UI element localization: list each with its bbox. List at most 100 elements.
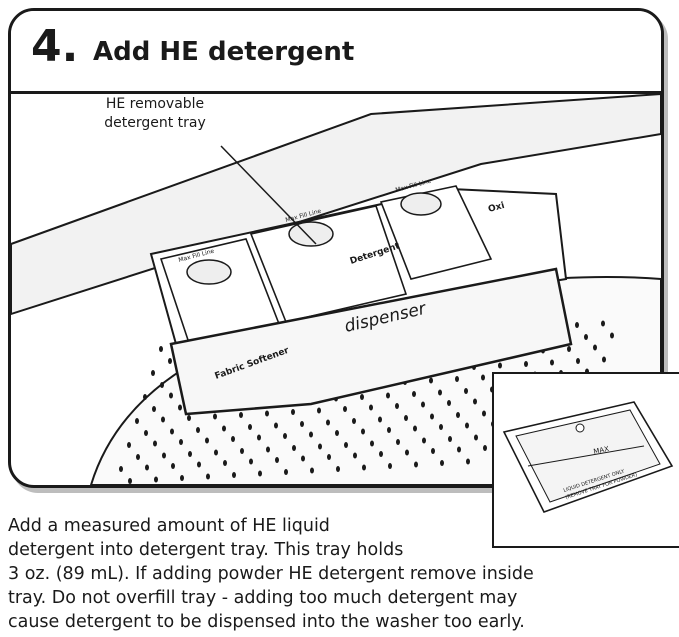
drum-hole (205, 437, 209, 444)
drum-hole (474, 434, 478, 441)
drum-hole (240, 448, 244, 454)
drum-hole (187, 415, 191, 421)
drum-hole (370, 440, 374, 447)
drum-hole (232, 472, 236, 478)
drum-hole (143, 394, 147, 400)
drum-hole (301, 455, 305, 462)
drum-hole (274, 422, 278, 429)
drum-hole (162, 452, 166, 459)
drum-hole (275, 457, 279, 463)
drum-hole (422, 437, 426, 444)
drum-hole (145, 464, 149, 471)
drum-hole (575, 322, 579, 328)
drum-hole (317, 407, 321, 414)
drum-hole (151, 370, 155, 376)
drum-hole (455, 376, 459, 382)
drum-hole (430, 413, 434, 420)
drum-hole (169, 392, 173, 399)
drum-hole (457, 446, 461, 453)
cup-oxi (400, 192, 442, 216)
drum-hole (335, 430, 339, 436)
drum-hole (161, 416, 165, 423)
drum-hole (231, 436, 235, 442)
cup-fabric-softener (186, 259, 232, 285)
callout-line-1: HE removable (105, 96, 205, 112)
inset-max-label: MAX (593, 445, 610, 456)
drum-hole (524, 361, 528, 367)
drum-hole (464, 388, 468, 394)
drum-hole (378, 416, 382, 423)
drum-hole (481, 374, 485, 381)
inset-max-line (527, 445, 645, 467)
drum-hole (388, 463, 392, 469)
drum-hole (379, 451, 383, 457)
drum-hole (404, 415, 408, 421)
drum-hole (360, 394, 364, 400)
instructions-line-2: detergent into detergent tray. This tray… (8, 540, 404, 560)
drum-hole (257, 434, 261, 441)
drum-hole (387, 427, 391, 433)
drum-hole (414, 461, 418, 468)
drum-hole (405, 449, 409, 456)
drum-hole (170, 428, 174, 435)
drum-hole (222, 425, 226, 432)
drum-hole (576, 358, 580, 364)
drum-hole (152, 406, 156, 412)
drum-hole (318, 443, 322, 450)
drum-hole (178, 404, 182, 411)
drum-hole (482, 410, 486, 417)
drum-hole (135, 418, 139, 424)
drum-hole (584, 334, 588, 340)
drum-hole (196, 427, 200, 433)
instructions-line-4: tray. Do not overfill tray - adding too … (8, 588, 518, 608)
drum-hole (127, 442, 131, 448)
drum-hole (353, 452, 357, 459)
cup-detergent (288, 221, 334, 247)
step-header: 4. Add HE detergent (11, 11, 661, 94)
drum-hole (567, 346, 571, 352)
drum-hole (265, 410, 269, 417)
drum-hole (300, 421, 304, 427)
drum-hole (396, 439, 400, 445)
drum-hole (119, 466, 123, 472)
drum-hole (214, 449, 218, 456)
drum-hole (369, 404, 373, 411)
drum-hole (160, 382, 164, 388)
drum-hole (386, 392, 390, 399)
drum-hole (456, 412, 460, 418)
drum-hole (154, 476, 158, 483)
instructions-line-5: cause detergent to be dispensed into the… (8, 612, 525, 632)
drawer-front (169, 267, 573, 416)
drum-hole (159, 346, 163, 352)
drum-hole (429, 377, 433, 384)
drum-hole (344, 442, 348, 448)
drum-hole (336, 466, 340, 472)
drum-hole (327, 454, 331, 460)
drum-hole (223, 460, 227, 466)
drum-hole (343, 406, 347, 412)
drum-hole (550, 359, 554, 366)
drum-hole (593, 344, 597, 351)
drum-hole (283, 433, 287, 439)
drum-hole (352, 418, 356, 424)
drum-hole (168, 358, 172, 364)
drum-hole (412, 391, 416, 397)
drum-hole (188, 451, 192, 457)
drum-hole (144, 430, 148, 436)
drum-hole (292, 445, 296, 451)
drum-hole (136, 454, 140, 460)
drum-hole (284, 469, 288, 475)
drum-hole (473, 398, 477, 405)
drum-hole (258, 470, 262, 477)
drum-hole (179, 439, 183, 445)
label-oxi: Oxi (487, 201, 506, 215)
drum-hole (171, 463, 175, 469)
drum-hole (128, 478, 132, 484)
drum-hole (438, 389, 442, 396)
drum-hole (153, 440, 157, 447)
instructions-line-1: Add a measured amount of HE liquid (8, 516, 330, 536)
drum-hole (601, 320, 605, 327)
instructions-line-3: 3 oz. (89 mL). If adding powder HE deter… (8, 564, 534, 584)
step-panel: 4. Add HE detergent dispenser (8, 8, 664, 488)
drum-hole (421, 401, 425, 408)
